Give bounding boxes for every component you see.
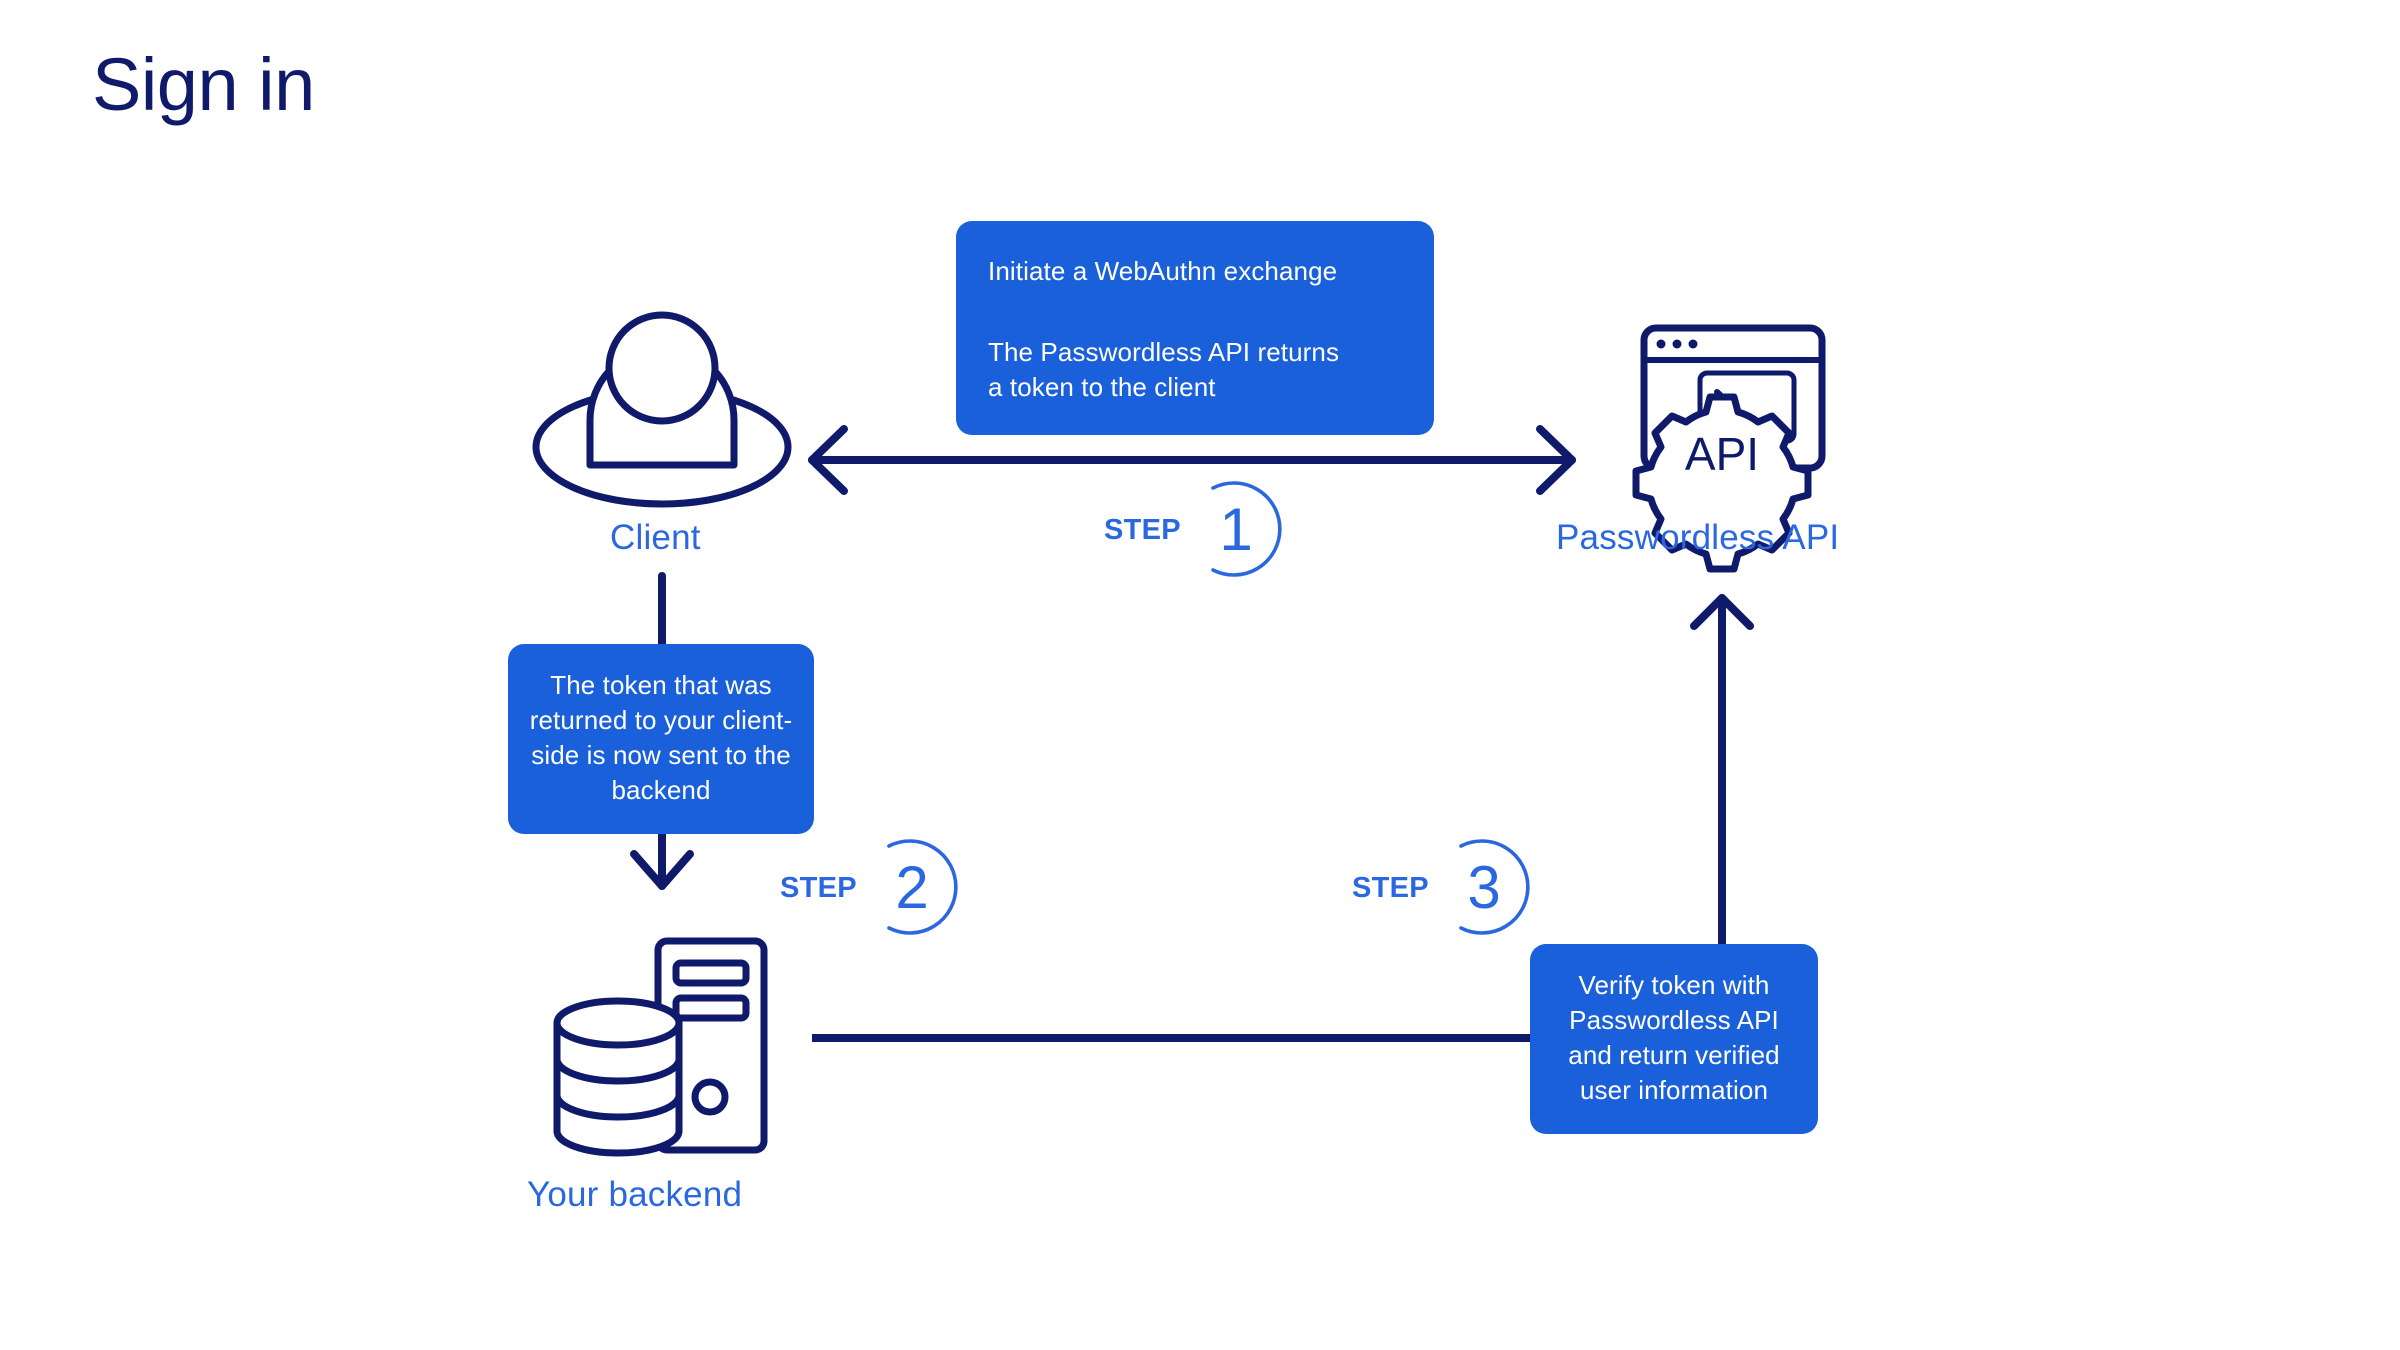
step-2-number: 2 — [895, 854, 929, 921]
callout-1-line-3: a token to the client — [988, 372, 1216, 403]
callout-box-step2: The token that was returned to your clie… — [508, 644, 814, 835]
connector-client-api — [808, 425, 1576, 495]
database-server-icon — [553, 937, 768, 1157]
callout-1-line-2: The Passwordless API returns — [988, 337, 1340, 368]
step-ring-icon — [1211, 481, 1282, 577]
node-label-client: Client — [610, 518, 701, 557]
step-badge-2: STEP 2 — [780, 836, 990, 940]
node-label-api: Passwordless API — [1556, 518, 1840, 557]
api-gear-terminal-icon: API — [1632, 324, 1826, 573]
step-3-number: 3 — [1467, 854, 1501, 921]
step-badge-3: STEP 3 — [1352, 836, 1562, 940]
callout-2-text: The token that was returned to your clie… — [529, 670, 793, 806]
step-ring-icon — [1459, 839, 1530, 935]
callout-1-line-1: Initiate a WebAuthn exchange — [988, 256, 1338, 286]
node-label-backend: Your backend — [527, 1175, 743, 1214]
svg-text:API: API — [1685, 428, 1759, 480]
step-ring-icon — [887, 839, 958, 935]
step-3-word: STEP — [1352, 872, 1429, 904]
callout-box-step1: Initiate a WebAuthn exchange The Passwor… — [956, 221, 1434, 436]
page-title: Sign in — [92, 43, 315, 126]
callout-box-step3: Verify token with Passwordless API and r… — [1530, 944, 1818, 1135]
callout-3-text: Verify token with Passwordless API and r… — [1568, 970, 1780, 1106]
step-1-number: 1 — [1219, 496, 1253, 563]
step-2-word: STEP — [780, 872, 857, 904]
callout-1-spacer — [988, 289, 1404, 335]
connector-box3-api — [1690, 594, 1754, 948]
step-1-word: STEP — [1104, 514, 1181, 546]
step-badge-1: STEP 1 — [1104, 478, 1314, 582]
user-avatar-icon — [532, 311, 792, 508]
